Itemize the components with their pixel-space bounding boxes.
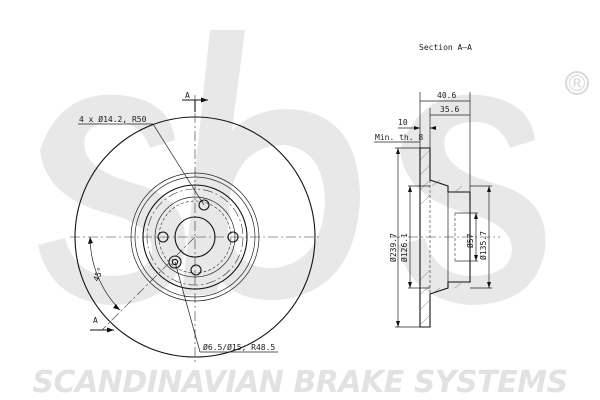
min-thickness-label: Min. th. 8 [375,133,423,142]
hat-diameter-label: Ø126.1 [399,233,409,262]
hat-inner-circle [134,176,256,298]
angle-arrowhead [88,237,93,244]
hub-recess-circle [154,196,236,278]
angle-arrowhead [113,304,120,310]
hub-diameter-label: Ø135.7 [478,231,488,260]
section-letter-top: A [185,91,190,100]
section-cut-line [101,236,196,331]
arrowhead [396,148,400,154]
bolt-holes-leader [152,123,205,206]
arrowhead [396,321,400,327]
arrowhead [487,282,491,288]
brand-tagline: SCANDINAVIAN BRAKE SYSTEMS [32,365,567,400]
registered-mark: ® [566,72,588,97]
arrowhead [487,186,491,192]
sbs-watermark-logo [38,30,589,305]
overall-height-label: 40.6 [437,91,456,100]
arrowhead [474,255,478,261]
section-letter-bottom: A [93,316,98,325]
section-title: Section A–A [419,43,472,52]
disc-outer-edge [74,116,316,358]
center-bore [174,216,216,258]
center-bore-label: Ø57 [465,233,475,248]
bolt-hole [227,231,239,243]
bolt-hole [157,231,169,243]
hub-hidden-circle [158,200,232,274]
arrowhead [408,282,412,288]
bolt-hole [190,264,202,276]
locator-leader [174,261,201,353]
section-arrowhead-top [201,97,208,103]
arrowhead [408,186,412,192]
arrowhead [414,126,420,130]
bolt-pitch-circle [146,188,244,286]
arrowhead [430,126,436,130]
front-view: A A 45° 4 x Ø14.2, R50 Ø6.5/Ø15, R48.5 [70,91,320,365]
bolt-holes-label: 4 x Ø14.2, R50 [79,114,147,124]
angle-arc [89,236,121,311]
locator-holes-label: Ø6.5/Ø15, R48.5 [203,342,275,352]
locator-hole-outer [168,255,182,269]
section-view: Section A–A 40.6 [374,43,500,328]
disc-thickness-label: 10 [398,118,408,127]
bolt-hole [198,199,210,211]
section-hatching [419,149,463,326]
hub-face-circle [142,184,248,290]
arrowhead [474,213,478,219]
outer-diameter-label: Ø239.7 [388,233,398,262]
section-arrowhead-bottom [107,327,114,333]
hat-outer-circle [130,172,260,302]
locator-hole-inner [171,258,179,266]
hat-height-label: 35.6 [440,105,459,114]
